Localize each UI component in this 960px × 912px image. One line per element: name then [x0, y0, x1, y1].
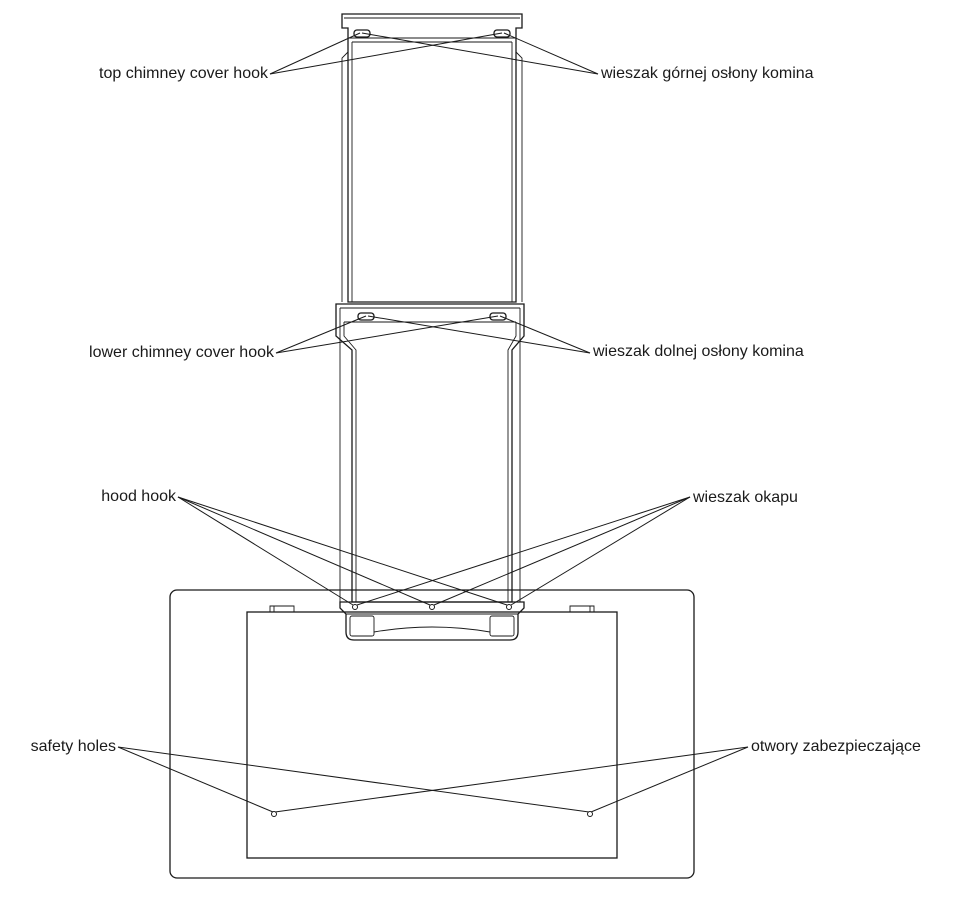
label-wieszak-okapu: wieszak okapu	[693, 489, 798, 506]
lower-chimney-cover-hook-right	[489, 312, 507, 321]
leader-hood-hook-en	[177, 496, 508, 606]
hood-hook-center	[429, 604, 435, 610]
hood-glass-panel	[246, 611, 618, 859]
top-chimney-cover	[341, 13, 523, 303]
leader-safety-holes-en	[117, 746, 590, 813]
label-wieszak-gornej-oslony-komina: wieszak górnej osłony komina	[601, 65, 814, 82]
leader-top-hook-en	[269, 32, 503, 75]
label-wieszak-dolnej-oslony-komina: wieszak dolnej osłony komina	[593, 343, 804, 360]
leader-lower-hook-en	[275, 315, 499, 354]
label-otwory-zabezpieczajace: otwory zabezpieczające	[751, 738, 921, 755]
hood-outer-panel	[169, 589, 695, 879]
safety-hole-left	[271, 811, 277, 817]
label-lower-chimney-cover-hook: lower chimney cover hook	[89, 344, 274, 361]
leader-hood-hook-pl	[356, 496, 691, 606]
leader-top-hook-pl	[361, 32, 599, 75]
hood-top-clips	[269, 605, 595, 612]
leader-lower-hook-pl	[367, 315, 591, 354]
hood-hook-right	[506, 604, 512, 610]
hood-hook-left	[352, 604, 358, 610]
label-hood-hook: hood hook	[101, 488, 176, 505]
hood-hook-bracket	[339, 601, 525, 641]
safety-hole-right	[587, 811, 593, 817]
leader-safety-holes-pl	[274, 746, 749, 813]
label-safety-holes: safety holes	[30, 738, 116, 755]
lower-chimney-cover	[335, 303, 525, 603]
top-chimney-cover-hook-left	[353, 29, 371, 38]
top-chimney-cover-hook-right	[493, 29, 511, 38]
label-top-chimney-cover-hook: top chimney cover hook	[99, 65, 268, 82]
